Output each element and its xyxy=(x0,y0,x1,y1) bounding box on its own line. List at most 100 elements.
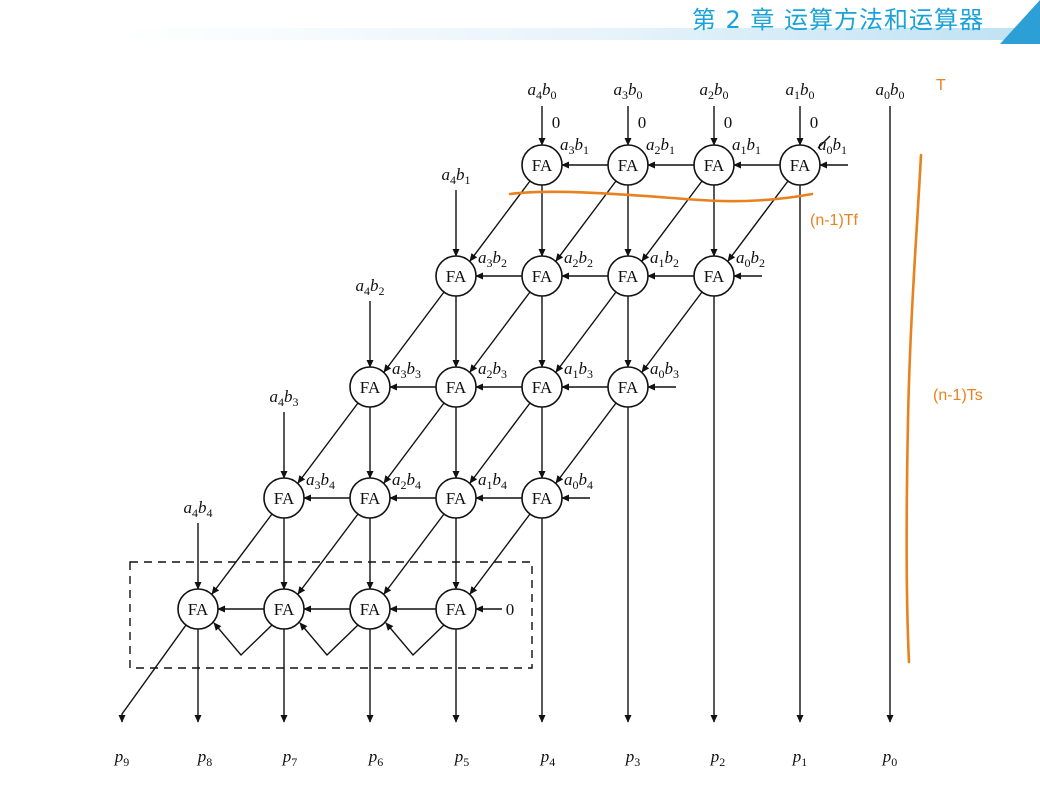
fa-cell-label: FA xyxy=(790,156,811,175)
term-a-index: 2 xyxy=(573,256,579,270)
slow-path-bracket xyxy=(905,153,923,664)
output-index: 4 xyxy=(549,755,555,769)
term-a: a xyxy=(700,80,709,99)
term-b-index: 3 xyxy=(587,367,593,381)
term-a: a xyxy=(650,248,659,267)
fa-cell-label: FA xyxy=(446,600,467,619)
partial-product-label: a1b1 xyxy=(732,135,761,157)
header-band: 第 2 章 运算方法和运算器 xyxy=(0,0,1040,44)
output-p: p xyxy=(454,747,464,766)
term-b-index: 1 xyxy=(755,143,761,157)
term-b-index: 1 xyxy=(583,143,589,157)
carry-wire xyxy=(469,513,531,595)
term-a: a xyxy=(786,80,795,99)
term-a-index: 1 xyxy=(573,367,579,381)
partial-product-label: a0b3 xyxy=(650,359,679,381)
ripple-carry-wire xyxy=(385,622,445,657)
carry-wire xyxy=(211,513,273,595)
term-a: a xyxy=(876,80,885,99)
header-gradient xyxy=(120,0,1040,44)
partial-product-label: a3b3 xyxy=(392,359,421,381)
fa-cell-circle xyxy=(521,144,563,186)
output-p: p xyxy=(282,747,292,766)
carry-wire xyxy=(555,291,617,373)
zero-input: 0 xyxy=(724,113,733,132)
term-a-index: 0 xyxy=(745,256,751,270)
term-a-index: 1 xyxy=(794,88,800,102)
partial-product-label: a3b1 xyxy=(560,135,589,157)
term-b: b xyxy=(579,470,588,489)
fa-cell-label: FA xyxy=(446,378,467,397)
term-b: b xyxy=(284,387,293,406)
term-b: b xyxy=(575,135,584,154)
fa-cell-circle xyxy=(607,144,649,186)
final-adder-box xyxy=(129,561,533,669)
labels: a4b00a3b00a2b00a1b00a0b0a0b1a1b1a2b1a3b1… xyxy=(114,80,905,769)
term-b-index: 4 xyxy=(207,506,213,520)
term-b-index: 2 xyxy=(759,256,765,270)
fa-cell-label: FA xyxy=(188,600,209,619)
term-b-index: 4 xyxy=(329,478,335,492)
term-a: a xyxy=(564,359,573,378)
output-wire-p9 xyxy=(118,624,187,723)
term-a: a xyxy=(356,276,365,295)
output-index: 5 xyxy=(463,755,469,769)
fa-cell-label: FA xyxy=(360,600,381,619)
term-b-index: 2 xyxy=(379,284,385,298)
term-b-index: 3 xyxy=(415,367,421,381)
annotations: T(n-1)Tf(n-1)Ts xyxy=(508,77,983,664)
carry-wire xyxy=(469,291,531,373)
term-a: a xyxy=(732,135,741,154)
fa-cell-label: FA xyxy=(618,156,639,175)
term-b: b xyxy=(456,165,465,184)
annotation-top-label: T xyxy=(936,77,946,94)
fa-cell-label: FA xyxy=(704,156,725,175)
output-label-p6: p6 xyxy=(368,747,384,769)
term-b: b xyxy=(800,80,809,99)
term-a-index: 3 xyxy=(315,478,321,492)
term-a: a xyxy=(564,248,573,267)
carry-wire xyxy=(469,402,531,484)
output-label-p1: p1 xyxy=(792,747,808,769)
fa-cell-label: FA xyxy=(618,267,639,286)
fa-cell-label: FA xyxy=(532,267,553,286)
term-a: a xyxy=(564,470,573,489)
fa-cell-circle xyxy=(521,366,563,408)
top-input-label: a0b0 xyxy=(876,80,905,102)
term-b: b xyxy=(407,470,416,489)
output-index: 7 xyxy=(291,755,297,769)
term-b: b xyxy=(833,135,842,154)
fa-cell-label: FA xyxy=(532,156,553,175)
term-b-index: 1 xyxy=(465,173,471,187)
fa-cell-label: FA xyxy=(274,600,295,619)
output-p: p xyxy=(197,747,207,766)
fa-cell-circle xyxy=(435,588,477,630)
annotation-fast-label: (n-1)Tf xyxy=(810,212,859,229)
carry-wire xyxy=(383,402,445,484)
output-label-p2: p2 xyxy=(710,747,726,769)
zero-input: 0 xyxy=(638,113,647,132)
top-input-label: a4b0 xyxy=(528,80,557,102)
partial-product-label: a3b2 xyxy=(478,248,507,270)
output-index: 8 xyxy=(206,755,212,769)
partial-product-label: a2b4 xyxy=(392,470,421,492)
term-b-index: 2 xyxy=(501,256,507,270)
output-p: p xyxy=(882,747,892,766)
term-b-index: 0 xyxy=(723,88,729,102)
term-b-index: 3 xyxy=(293,395,299,409)
output-p: p xyxy=(625,747,635,766)
zero-input: 0 xyxy=(810,113,819,132)
partial-product-label: a2b3 xyxy=(478,359,507,381)
fa-cell-label: FA xyxy=(446,489,467,508)
term-a: a xyxy=(442,165,451,184)
term-b-index: 2 xyxy=(587,256,593,270)
left-input-label: a4b3 xyxy=(270,387,299,409)
carry-wire xyxy=(555,402,617,484)
term-b: b xyxy=(665,359,674,378)
term-b-index: 3 xyxy=(501,367,507,381)
term-a-index: 3 xyxy=(487,256,493,270)
fa-cell-circle xyxy=(607,366,649,408)
fa-cell-label: FA xyxy=(532,378,553,397)
fa-cell-circle xyxy=(349,588,391,630)
left-input-label: a4b2 xyxy=(356,276,385,298)
